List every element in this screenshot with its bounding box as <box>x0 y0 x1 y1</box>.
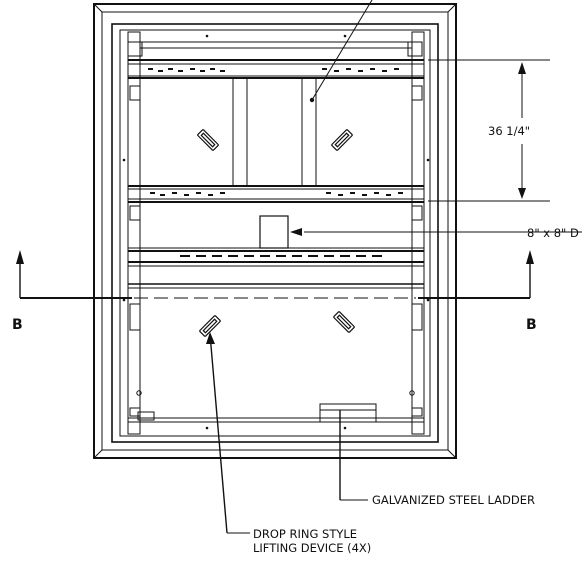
lifting-arrow <box>206 332 215 344</box>
lifting-device-1 <box>197 129 219 151</box>
ladder-label: GALVANIZED STEEL LADDER <box>372 493 535 507</box>
wall-brackets <box>129 85 423 417</box>
unistrut-channel-middle <box>128 185 424 203</box>
section-arrow-left <box>16 250 24 264</box>
dimension-36 <box>428 59 550 202</box>
opening-arrow <box>290 228 302 236</box>
inner-wall <box>111 23 439 443</box>
lifting-device-4 <box>333 311 355 333</box>
ladder <box>137 403 377 423</box>
dimension-label: 36 1/4" <box>488 124 530 138</box>
opening-box <box>259 215 289 249</box>
section-cut-line <box>16 250 534 299</box>
opening-label: 8" x 8" D <box>527 226 579 240</box>
lower-rail <box>128 247 424 289</box>
lifting-device-3 <box>199 315 221 337</box>
center-panel <box>232 77 317 187</box>
unistrut-channel-top <box>128 59 424 79</box>
outer-wall <box>93 3 457 459</box>
top-rail <box>127 41 423 57</box>
lifting-device-label-line2: LIFTING DEVICE (4X) <box>253 541 371 555</box>
section-arrow-right <box>526 250 534 264</box>
lifting-device-label-line1: DROP RING STYLE <box>253 527 357 541</box>
section-label-right: B <box>526 317 537 333</box>
section-label-left: B <box>12 317 23 333</box>
leader-lines <box>206 0 582 534</box>
lifting-devices <box>197 129 355 337</box>
strut-slots <box>148 68 403 257</box>
lifting-device-2 <box>331 129 353 151</box>
